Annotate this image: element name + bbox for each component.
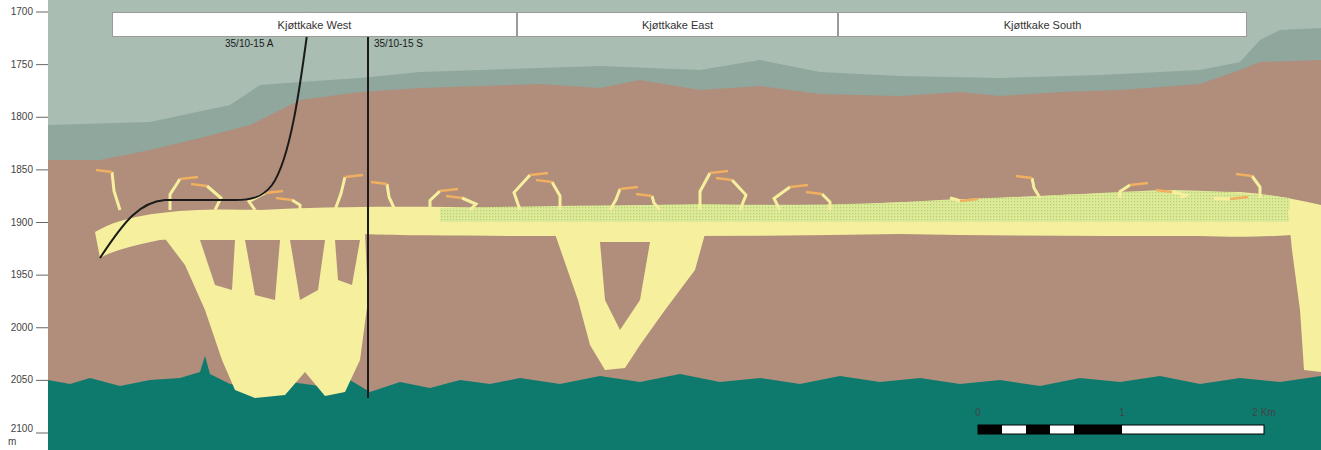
depth-label: 1850 — [11, 164, 33, 176]
well-path — [367, 12, 369, 398]
depth-label: 1750 — [11, 59, 33, 71]
depth-unit: m — [8, 436, 16, 448]
depth-label: 2050 — [11, 374, 33, 386]
depth-label: 2000 — [11, 322, 33, 334]
field-name: Kjøttkake South — [1004, 19, 1082, 31]
field-header-box: Kjøttkake East — [517, 12, 838, 37]
mudstone-island — [200, 240, 360, 300]
field-header-box: Kjøttkake West — [112, 12, 517, 37]
depth-label: 2100 — [11, 423, 33, 435]
field-name: Kjøttkake East — [642, 19, 713, 31]
field-name: Kjøttkake West — [278, 19, 352, 31]
mudstone — [48, 60, 1321, 450]
depth-label: 1700 — [11, 6, 33, 18]
oil-zone — [440, 190, 1290, 222]
well-name: 35/10-15 S — [374, 38, 423, 50]
depth-ticks — [36, 12, 48, 433]
sand-body-south — [1288, 205, 1321, 372]
depth-label: 1950 — [11, 269, 33, 281]
grey-shale-band — [48, 28, 1321, 450]
well-path — [100, 12, 310, 258]
injectite-wings — [96, 170, 1260, 210]
depth-label: 1900 — [11, 217, 33, 229]
sand-body-east — [555, 234, 705, 370]
scale-bar — [978, 425, 1264, 434]
scale-label: 0 — [975, 407, 981, 419]
scale-label: 1 — [1119, 407, 1125, 419]
mudstone-island — [600, 242, 650, 330]
well-name: 35/10-15 A — [225, 38, 273, 50]
field-header-box: Kjøttkake South — [838, 12, 1247, 37]
overburden — [48, 0, 1321, 450]
scale-label: 2 Km — [1252, 407, 1275, 419]
sand-body-west — [160, 232, 368, 398]
depth-label: 1800 — [11, 111, 33, 123]
